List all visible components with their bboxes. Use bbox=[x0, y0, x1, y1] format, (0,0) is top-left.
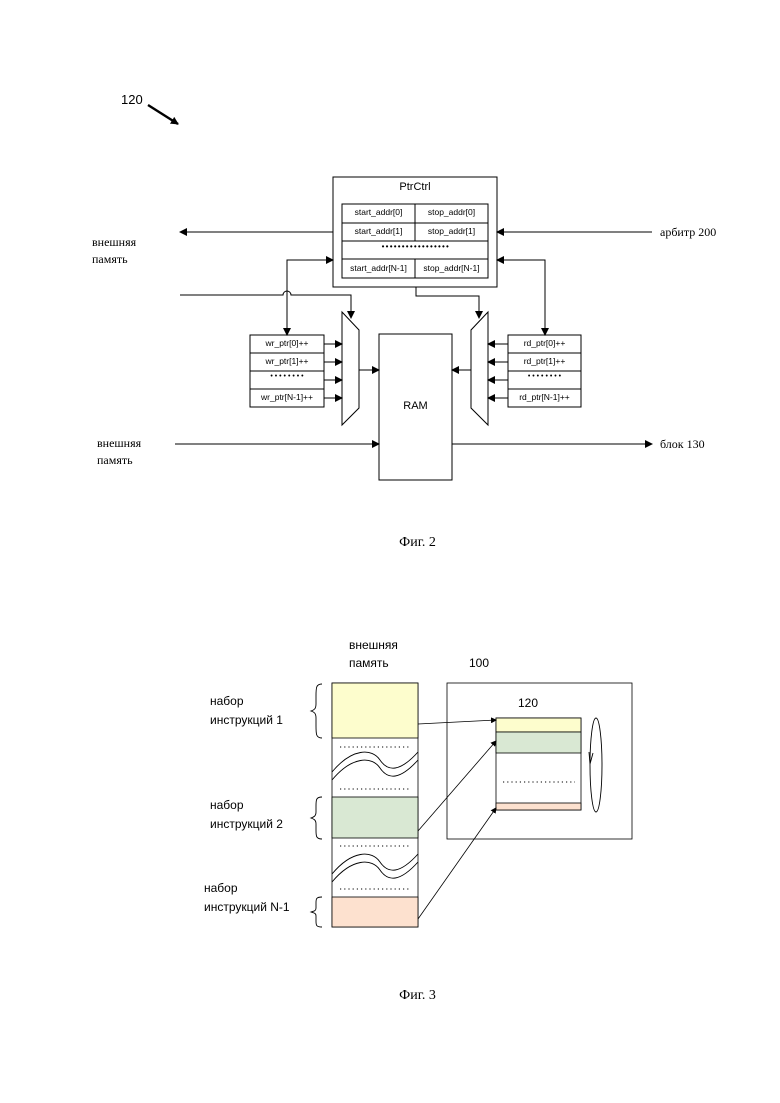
rd-ptr-n-1: rd_ptr[N-1]++ bbox=[508, 392, 581, 402]
rd-ptr-0: rd_ptr[0]++ bbox=[508, 338, 581, 348]
rd-ptr-ellipsis: • • • • • • • • bbox=[508, 373, 581, 380]
brace-set-n-1 bbox=[311, 897, 322, 927]
ptrctrl-rd-ptr-link bbox=[497, 260, 545, 335]
start-addr-1: start_addr[1] bbox=[342, 226, 415, 236]
ptrctrl-to-read-mux-line bbox=[416, 287, 479, 318]
rd-ptr-1: rd_ptr[1]++ bbox=[508, 356, 581, 366]
wr-ptr-1: wr_ptr[1]++ bbox=[250, 356, 324, 366]
set-2-label-line2: инструкций 2 bbox=[210, 817, 283, 831]
memory-set-1 bbox=[332, 683, 418, 738]
buffer-slot-set-2 bbox=[496, 732, 581, 753]
ref-label-120: 120 bbox=[121, 92, 143, 107]
stop-addr-1: stop_addr[1] bbox=[415, 226, 488, 236]
buffer-slot-set-1 bbox=[496, 718, 581, 732]
wr-ptr-n-1: wr_ptr[N-1]++ bbox=[250, 392, 324, 402]
memory-set-n-1 bbox=[332, 897, 418, 927]
set-n-1-label-line1: набор bbox=[204, 881, 238, 895]
wr-ptr-0: wr_ptr[0]++ bbox=[250, 338, 324, 348]
figure-3-diagram bbox=[0, 640, 780, 1040]
ext-memory-top-line1: внешняя bbox=[92, 235, 136, 250]
ptrctrl-ellipsis: • • • • • • • • • • • • • • • • • bbox=[342, 242, 488, 251]
ram-label: RAM bbox=[379, 400, 452, 412]
set-2-label-line1: набор bbox=[210, 798, 244, 812]
ext-memory-bottom-line2: память bbox=[97, 453, 133, 468]
ref-120-arrow bbox=[148, 105, 178, 124]
start-addr-0: start_addr[0] bbox=[342, 207, 415, 217]
ext-to-write-mux-line bbox=[180, 291, 351, 318]
memory-set-2 bbox=[332, 797, 418, 838]
figure-3-caption: Фиг. 3 bbox=[0, 988, 780, 1004]
stop-addr-n-1: stop_addr[N-1] bbox=[415, 263, 488, 273]
brace-set-2 bbox=[311, 797, 322, 839]
figure-2-diagram bbox=[0, 0, 780, 560]
arbiter-label: арбитр 200 bbox=[660, 225, 716, 240]
buffer-slot-set-n-1 bbox=[496, 803, 581, 810]
wr-ptr-ellipsis: • • • • • • • • bbox=[250, 373, 324, 380]
ext-memory-top-line2: память bbox=[92, 252, 128, 267]
start-addr-n-1: start_addr[N-1] bbox=[342, 263, 415, 273]
fig3-ext-memory-line1: внешняя bbox=[349, 638, 398, 652]
stop-addr-0: stop_addr[0] bbox=[415, 207, 488, 217]
set-1-label-line1: набор bbox=[210, 694, 244, 708]
buffer-120-label: 120 bbox=[518, 696, 538, 710]
brace-set-1 bbox=[311, 684, 322, 738]
set-1-label-line2: инструкций 1 bbox=[210, 713, 283, 727]
read-mux bbox=[471, 312, 488, 425]
ptrctrl-wr-ptr-link bbox=[287, 260, 333, 335]
ext-memory-bottom-line1: внешняя bbox=[97, 436, 141, 451]
set-n-1-label-line2: инструкций N-1 bbox=[204, 900, 290, 914]
fig3-ext-memory-line2: память bbox=[349, 656, 389, 670]
device-100-label: 100 bbox=[469, 656, 489, 670]
ptrctrl-title: PtrCtrl bbox=[333, 181, 497, 193]
figure-2-caption: Фиг. 2 bbox=[0, 535, 780, 551]
block130-label: блок 130 bbox=[660, 437, 705, 452]
write-mux bbox=[342, 312, 359, 425]
